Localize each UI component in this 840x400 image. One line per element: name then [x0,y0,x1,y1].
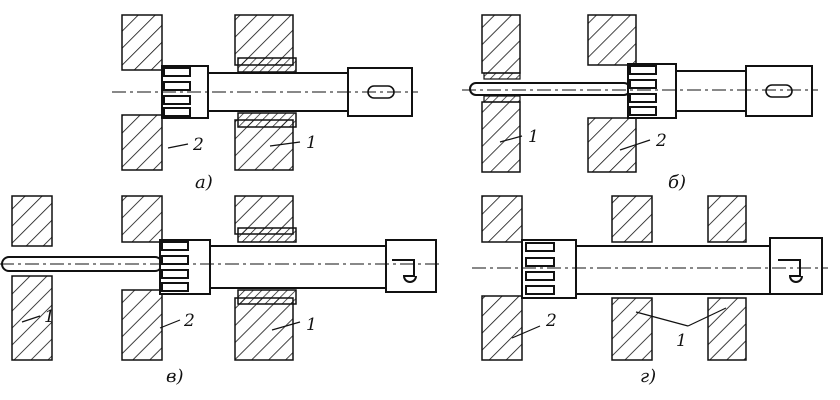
boring-bar [209,245,387,289]
wall-1 [234,297,294,361]
wall-2 [121,114,163,171]
wall-2 [481,195,523,243]
wall-2 [121,195,163,243]
wall-1 [234,14,294,66]
label-1: 1 [676,331,687,351]
cutter-teeth [629,65,657,116]
wall-1 [707,195,747,243]
label-2: 2 [655,131,667,151]
wall-2 [481,295,523,361]
boring-bar [207,72,349,112]
wall-2 [587,117,637,173]
pilot-rod [469,82,631,96]
label-1: 1 [528,127,539,147]
caption-v: в) [166,366,184,387]
wall-2 [121,289,163,361]
label-2: 2 [192,135,204,155]
caption-a: а) [195,172,213,193]
wall-1 [611,297,653,361]
wall-1 [611,195,653,243]
boring-bar [675,70,747,112]
cutter-teeth [163,67,191,117]
wall-1 [11,195,53,247]
spindle [745,65,813,117]
bushing [237,227,297,243]
bushing [237,112,297,128]
spindle-hook [392,259,417,283]
wall-1 [481,14,521,74]
wall-1 [481,101,521,173]
spindle-slot [765,84,793,98]
bushing [237,57,297,73]
panel-g: 2 1 г) [472,195,828,387]
label-1: 1 [306,133,317,153]
label-1: 1 [306,315,317,335]
label-1: 1 [44,307,55,327]
wall-1 [234,119,294,171]
wall-2 [121,14,163,71]
panel-a: 2 1 а) [112,14,418,193]
caption-g: г) [640,366,656,387]
panel-v: 1 2 1 в) [0,195,440,387]
label-2: 2 [545,311,557,331]
bushing [483,95,521,103]
bushing [483,72,521,80]
panel-b: 1 2 б) [462,14,818,193]
boring-bar [575,245,771,295]
bushing [237,289,297,305]
wall-1 [11,275,53,361]
spindle [769,237,823,295]
caption-b: б) [668,172,686,193]
cutter-teeth [525,242,555,295]
spindle-hook [778,259,803,283]
spindle [385,239,437,293]
wall-2 [587,14,637,66]
label-2: 2 [183,311,195,331]
wall-1 [707,297,747,361]
